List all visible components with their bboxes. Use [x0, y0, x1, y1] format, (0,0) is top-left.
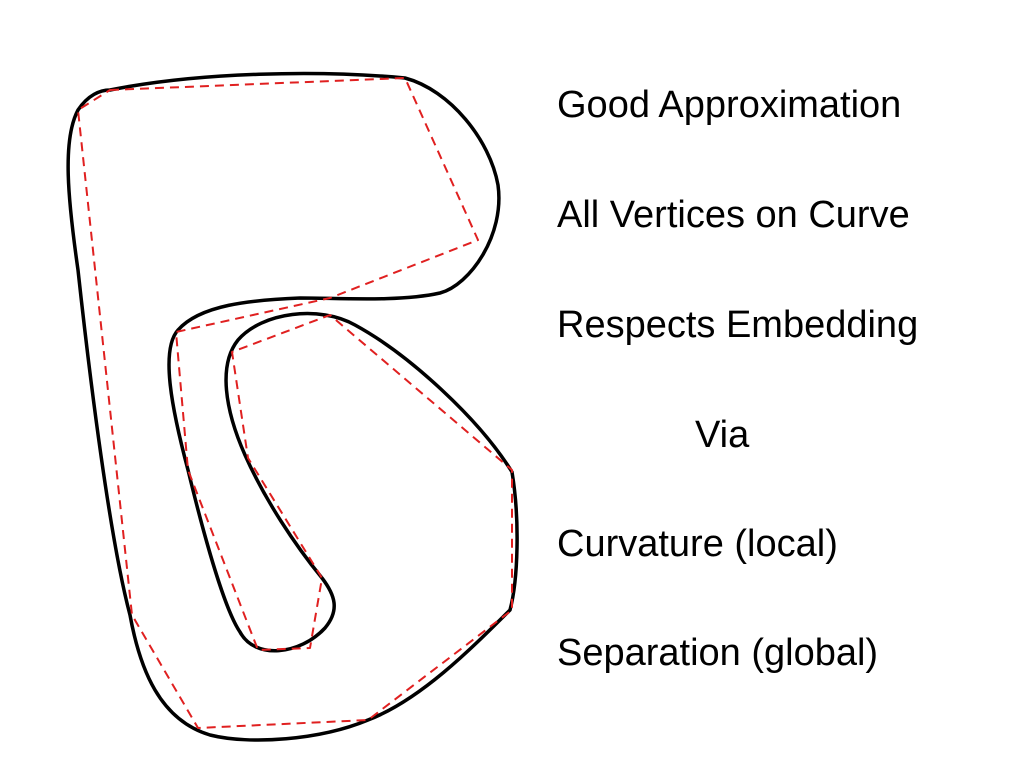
polygonal-approximation: [77, 77, 513, 729]
caption-via: Via: [695, 414, 750, 456]
smooth-closed-curve: [66, 71, 519, 742]
caption-good-approximation: Good Approximation: [557, 84, 902, 126]
caption-respects-embedding: Respects Embedding: [557, 304, 919, 346]
caption-separation-global: Separation (global): [557, 632, 879, 674]
caption-all-vertices-on-curve: All Vertices on Curve: [557, 194, 910, 236]
caption-curvature-local: Curvature (local): [557, 523, 838, 565]
